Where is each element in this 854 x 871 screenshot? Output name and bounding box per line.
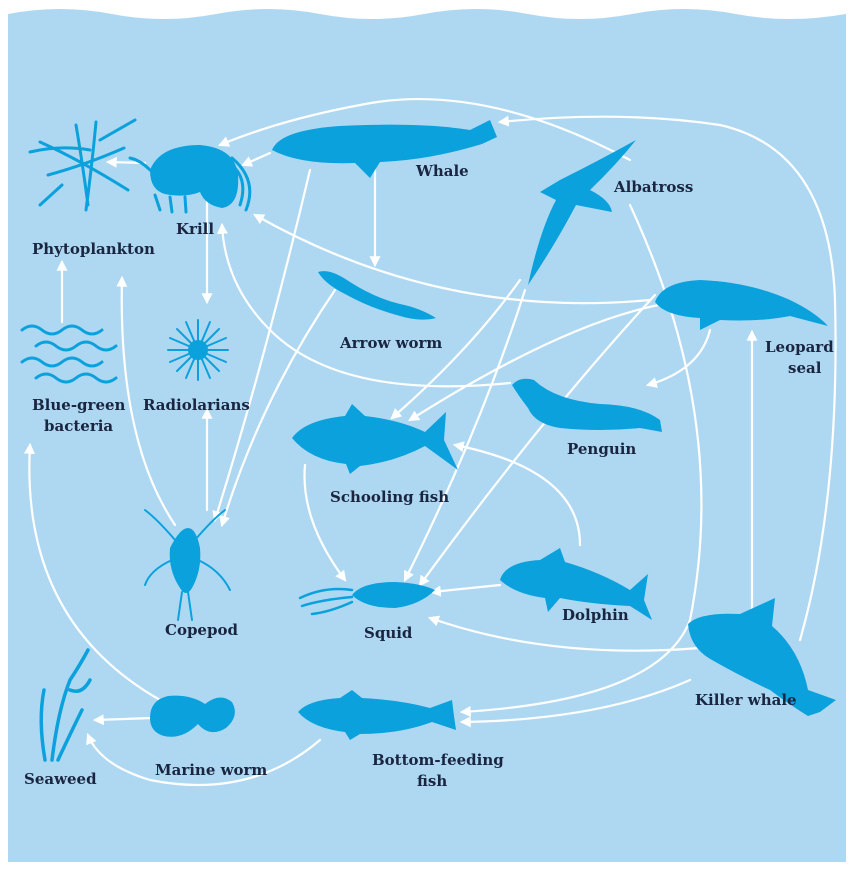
- label-blue-green-line2: bacteria: [44, 417, 113, 435]
- label-squid: Squid: [364, 624, 413, 642]
- label-seaweed: Seaweed: [24, 770, 97, 788]
- label-radiolarians: Radiolarians: [143, 396, 250, 414]
- label-krill: Krill: [176, 220, 214, 238]
- label-leopard-seal-line1: Leopard: [765, 338, 834, 356]
- label-dolphin: Dolphin: [562, 606, 629, 624]
- label-phytoplankton: Phytoplankton: [32, 240, 155, 258]
- label-bottom-fish-line1: Bottom-feeding: [372, 751, 504, 769]
- label-leopard-seal-line2: seal: [788, 359, 822, 377]
- label-blue-green-line1: Blue-green: [32, 396, 126, 414]
- label-penguin: Penguin: [567, 440, 636, 458]
- label-killer-whale: Killer whale: [695, 691, 797, 709]
- label-arrow-worm: Arrow worm: [339, 334, 442, 352]
- label-bottom-fish-line2: fish: [417, 772, 447, 790]
- label-marine-worm: Marine worm: [155, 761, 267, 779]
- label-albatross: Albatross: [613, 178, 693, 196]
- label-whale: Whale: [415, 162, 469, 180]
- radiolarians-icon: [168, 320, 228, 380]
- label-schooling-fish: Schooling fish: [330, 488, 449, 506]
- label-copepod: Copepod: [165, 621, 238, 639]
